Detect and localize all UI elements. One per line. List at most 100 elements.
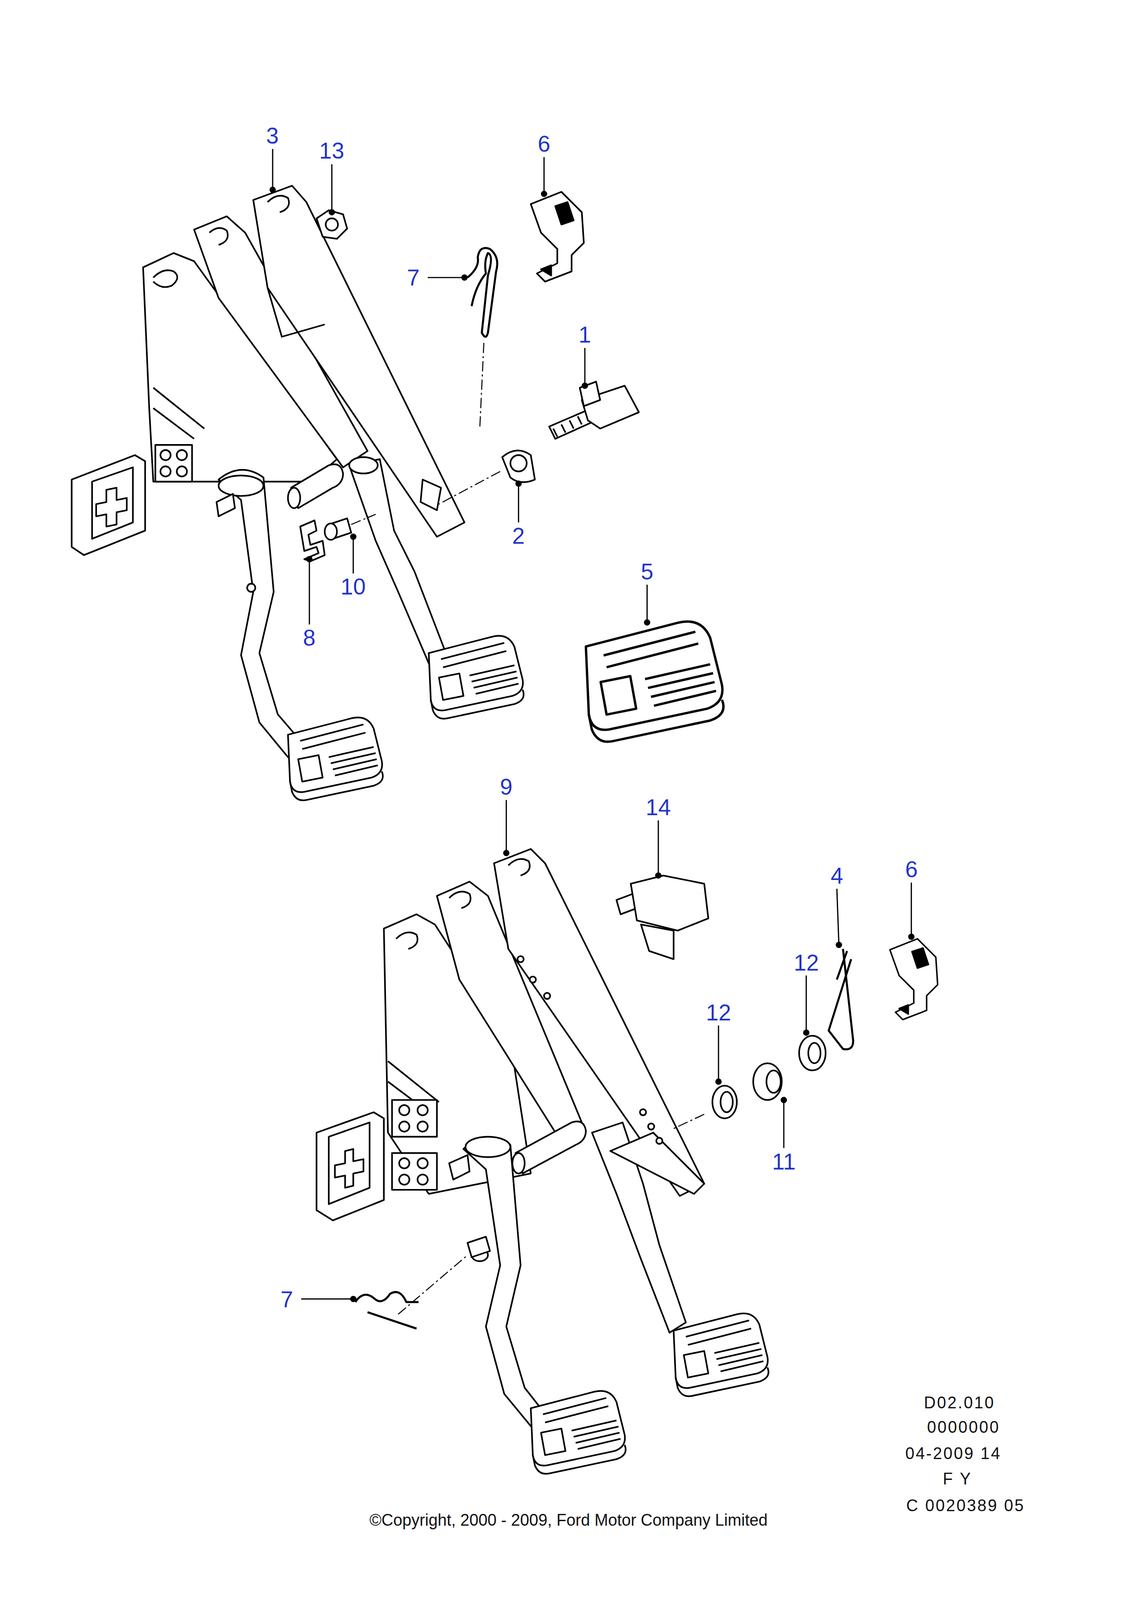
leader-lines — [657, 820, 660, 876]
leader-lines — [270, 187, 276, 193]
mounting-plate — [316, 1112, 385, 1221]
spring-clip — [300, 520, 325, 561]
pedal-bracket — [529, 976, 536, 983]
leader-lines — [427, 276, 465, 279]
stop-lamp-switch — [579, 381, 601, 406]
pedal-bracket — [417, 1158, 429, 1169]
callout-number: 9 — [500, 775, 513, 799]
mounting-plate — [91, 467, 133, 539]
pedal-pad — [585, 621, 724, 742]
stop-lamp-switch — [616, 875, 709, 960]
leader-lines — [505, 800, 507, 854]
bush — [766, 1070, 782, 1093]
mounting-plate — [71, 454, 145, 555]
center-lines — [439, 471, 501, 504]
pedal-bracket — [448, 891, 471, 909]
clutch-pedal — [448, 1154, 470, 1180]
callout-number: 1 — [578, 323, 592, 347]
leader-lines — [541, 191, 547, 197]
stop-lamp-switch — [549, 381, 639, 439]
pedal-bracket — [155, 444, 193, 482]
center-lines — [479, 342, 484, 429]
pedal-bracket — [153, 270, 178, 287]
drawing-code: D02.010 — [923, 1394, 995, 1411]
callout-number: 7 — [407, 266, 420, 290]
leader-lines — [646, 584, 648, 623]
retaining-pin — [828, 948, 854, 1049]
pedal-bracket — [209, 227, 228, 245]
center-lines — [351, 514, 376, 525]
clutch-pedal — [288, 717, 383, 801]
callout-number: 3 — [266, 124, 280, 148]
pedal-shaft — [512, 1121, 586, 1174]
leader-lines — [908, 934, 914, 940]
drawing-code: 0000000 — [926, 1418, 1000, 1436]
pedal-bracket — [399, 1105, 410, 1116]
bush — [752, 1062, 782, 1100]
pedal-shaft — [288, 464, 344, 509]
leader-lines — [836, 942, 842, 948]
brake-pedal — [640, 1109, 647, 1116]
retaining-pin — [828, 948, 854, 1049]
retaining-clip — [530, 191, 584, 282]
callout-number: 7 — [280, 1288, 294, 1311]
leader-lines — [308, 559, 311, 625]
callout-number: 12 — [793, 951, 820, 975]
switch-bush — [510, 454, 527, 472]
leader-lines — [350, 1296, 356, 1302]
leader-lines — [805, 975, 807, 1033]
washer — [720, 1091, 733, 1113]
pivot-pin — [324, 523, 338, 540]
leader-lines — [503, 850, 509, 856]
leader-lines — [462, 275, 468, 280]
pivot-pin — [324, 518, 352, 540]
pedal-bracket — [267, 195, 290, 213]
washer — [799, 1035, 826, 1071]
switch-bush — [502, 450, 536, 483]
leader-lines — [836, 888, 840, 945]
pedal-bracket — [391, 1100, 437, 1137]
leader-lines — [331, 164, 333, 213]
clutch-pedal — [530, 1390, 626, 1474]
brake-pedal — [349, 457, 524, 719]
pedal-bracket — [517, 955, 524, 963]
retaining-pin — [836, 950, 848, 980]
pedal-bracket — [544, 992, 551, 999]
pedal-bracket — [160, 466, 171, 477]
leader-lines — [644, 619, 650, 625]
leader-lines — [516, 481, 522, 487]
center-lines — [351, 342, 501, 525]
drawing-code: F Y — [942, 1470, 972, 1487]
mounting-plate — [96, 487, 127, 527]
pedal-shaft — [288, 487, 301, 508]
callout-number: 8 — [303, 626, 316, 650]
clutch-pedal — [216, 493, 236, 517]
callout-number: 6 — [905, 858, 918, 881]
brake-pedal — [648, 1123, 655, 1130]
brake-pedal — [349, 458, 446, 663]
leader-lines — [783, 1100, 785, 1149]
pedal-bracket — [176, 449, 188, 461]
leader-lines — [781, 1097, 787, 1103]
leader-lines — [329, 209, 335, 215]
stop-lamp-switch — [630, 875, 709, 931]
mounting-plate — [328, 1122, 370, 1204]
pedal-pad — [585, 621, 724, 742]
stop-lamp-switch — [553, 416, 582, 437]
brake-pedal — [420, 479, 441, 511]
brake-pedal — [592, 1109, 769, 1397]
pedal-bracket — [160, 449, 171, 461]
pedal-bracket — [143, 185, 465, 537]
clutch-pedal — [465, 1136, 511, 1158]
mounting-plate — [316, 1112, 385, 1221]
retaining-clip — [889, 938, 938, 1020]
date-code: 04-2009 14 — [905, 1445, 1002, 1462]
pedal-bracket — [508, 858, 530, 876]
clutch-pedal — [218, 475, 264, 496]
spring-clip — [300, 520, 325, 561]
copyright-note: ©Copyright, 2000 - 2009, Ford Motor Comp… — [369, 1511, 768, 1529]
drawing-code: C 0020389 05 — [906, 1497, 1025, 1514]
hairpin-clip — [467, 247, 498, 337]
pivot-pin — [467, 1236, 491, 1257]
